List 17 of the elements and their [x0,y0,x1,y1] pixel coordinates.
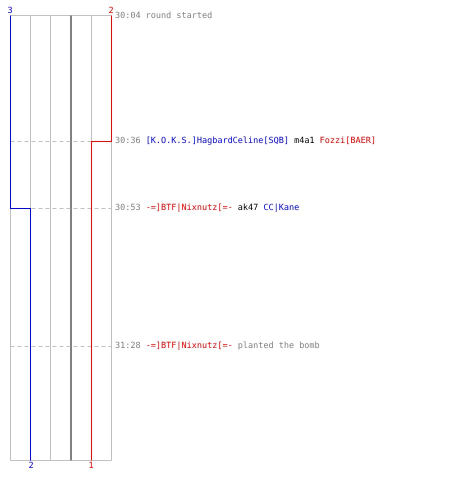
event-time: 30:36 [115,136,141,146]
event-time: 30:53 [115,203,141,213]
player-count: 2 [28,462,34,470]
event-text: round started [146,11,212,21]
player-count: 1 [88,462,94,470]
player-name: -=]BTF|Nixnutz[=- [146,203,233,213]
player-name: [K.O.K.S.]HagbardCeline[SQB] [146,136,289,146]
player-name: Fozzi[BAER] [320,136,376,146]
event-text: planted the bomb [238,341,320,351]
player-name: CC|Kane [263,203,300,213]
weapon-name: ak47 [238,203,258,213]
player-name: -=]BTF|Nixnutz[=- [146,341,233,351]
weapon-name: m4a1 [294,136,315,146]
event-time: 31:28 [115,341,141,351]
player-count: 2 [108,7,114,15]
event-time: 30:04 [115,11,141,21]
player-count: 3 [7,7,13,15]
